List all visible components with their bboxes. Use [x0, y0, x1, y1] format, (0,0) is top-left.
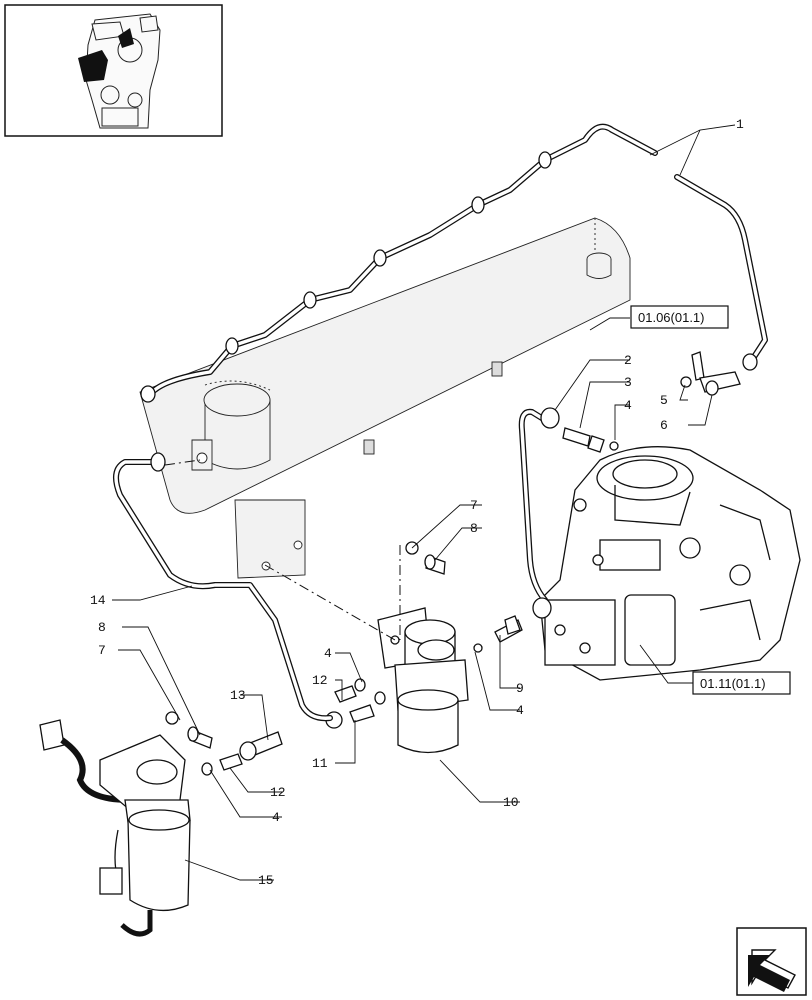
reference-box-01-06[interactable]: 01.06(01.1)	[630, 305, 729, 329]
leak-off-pipe	[140, 123, 768, 403]
part-label-4: 4	[272, 810, 280, 825]
part-label-4: 4	[516, 703, 524, 718]
svg-text:01.11(01.1): 01.11(01.1)	[700, 676, 766, 691]
reference-box-01-11[interactable]: 01.11(01.1)	[692, 671, 791, 695]
part-label-12: 12	[312, 673, 328, 688]
cylinder-head-outline	[139, 217, 631, 579]
pump-feed-pipe	[473, 407, 619, 653]
leader-lines	[112, 124, 736, 881]
part-label-2: 2	[624, 353, 632, 368]
part-label-1: 1	[736, 117, 744, 132]
part-label-11: 11	[312, 756, 328, 771]
part-label-3: 3	[624, 375, 632, 390]
part-label-10: 10	[503, 795, 519, 810]
part-label-13: 13	[230, 688, 246, 703]
part-label-7: 7	[470, 498, 478, 513]
part-label-12: 12	[270, 785, 286, 800]
bolt-washer-top	[405, 541, 446, 575]
part-label-7: 7	[98, 643, 106, 658]
fuel-filter-10	[377, 607, 469, 754]
fuel-pipe-14	[113, 452, 333, 722]
part-label-9: 9	[516, 681, 524, 696]
banjo-bolt-assembly	[680, 351, 741, 396]
engine-location-thumbnail-icon[interactable]	[4, 4, 223, 137]
part-label-14: 14	[90, 593, 106, 608]
intermediate-fittings	[165, 711, 283, 776]
part-label-6: 6	[660, 418, 668, 433]
part-label-4: 4	[624, 398, 632, 413]
fuel-filter-15	[39, 719, 191, 937]
filter-inlet-fittings	[325, 678, 386, 729]
part-label-5: 5	[660, 393, 668, 408]
part-label-8: 8	[470, 521, 478, 536]
part-label-15: 15	[258, 873, 274, 888]
part-label-4: 4	[324, 646, 332, 661]
part-labels: 1 2 3 4 4 4 4 5 6 7 7 8 8 9 10 11 12 12 …	[90, 117, 744, 888]
next-page-arrow-icon[interactable]	[736, 927, 807, 996]
part-label-8: 8	[98, 620, 106, 635]
svg-text:01.06(01.1): 01.06(01.1)	[638, 310, 705, 325]
injection-pump	[539, 446, 801, 681]
